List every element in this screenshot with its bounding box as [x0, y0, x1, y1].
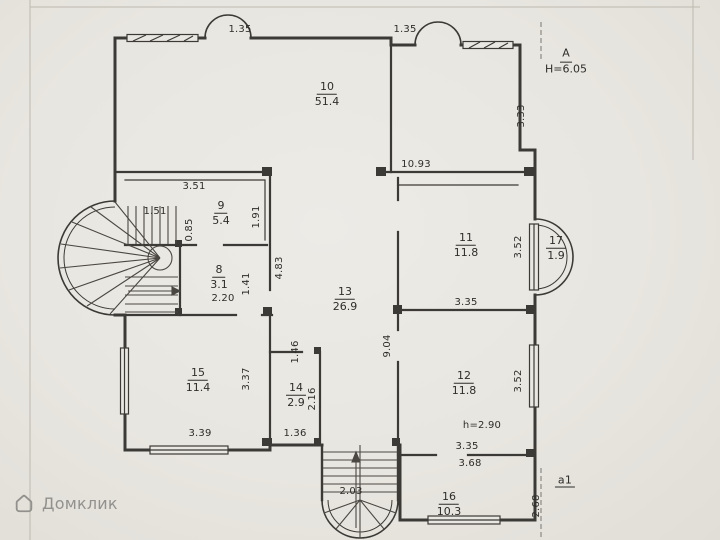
dim-label: 3.51 [182, 181, 206, 192]
dim-label: 3.52 [513, 235, 524, 259]
room-number: 8 [212, 263, 226, 278]
dim-label: 2.16 [307, 387, 318, 411]
room-area: 51.4 [314, 94, 340, 108]
room-area: 3.1 [210, 277, 228, 291]
room-label-9: 9 5.4 [212, 199, 230, 228]
room-area: 1.9 [547, 248, 565, 262]
dim-label: 1.51 [143, 206, 167, 217]
house-icon [15, 494, 33, 513]
dim-label: 1.35 [228, 24, 252, 35]
columns [175, 167, 535, 457]
room-number: 10 [317, 80, 337, 95]
dim-label: 3.52 [513, 369, 524, 393]
right-round-bay [534, 218, 574, 296]
axis-label-a: А Н=6.05 [545, 47, 587, 78]
dim-label: 3.39 [188, 428, 212, 439]
page-frame [29, 0, 700, 540]
bottom-staircase [323, 445, 397, 538]
spiral-staircase [59, 201, 182, 315]
dim-label: 9.04 [382, 334, 393, 358]
dim-label: 10.93 [401, 159, 431, 170]
dim-label: 2.68 [531, 494, 542, 518]
dim-label: 2.20 [211, 293, 235, 304]
dim-label: 1.35 [393, 24, 417, 35]
dim-label: 3.37 [241, 367, 252, 391]
room-number: 17 [546, 234, 566, 249]
left-round-bay [57, 200, 116, 316]
dim-label: 1.36 [283, 428, 307, 439]
dim-label: 3.68 [458, 458, 482, 469]
room-label-15: 15 11.4 [186, 366, 211, 395]
room-area: 11.4 [185, 380, 211, 394]
axis-label-a1: а1 [554, 475, 576, 488]
room-label-11: 11 11.8 [454, 231, 479, 260]
room-number: 11 [456, 231, 476, 246]
room-label-14: 14 2.9 [286, 381, 306, 410]
room-number: 14 [286, 381, 306, 396]
room-number: 15 [188, 366, 208, 381]
top-right-arched-bay [414, 21, 462, 46]
window [126, 33, 199, 43]
dim-label: 1.41 [241, 272, 252, 296]
room-area: 26.9 [332, 299, 358, 313]
domclick-watermark: Домклик [13, 492, 118, 514]
room-label-17: 17 1.9 [546, 234, 566, 263]
dim-label: 0.85 [184, 218, 195, 242]
top-left-arched-bay [204, 14, 252, 39]
interior-walls [113, 43, 537, 457]
room-label-8: 8 3.1 [210, 263, 228, 292]
window [462, 40, 514, 50]
dim-label: 4.83 [274, 256, 285, 280]
dim-label: h=2.90 [462, 420, 502, 431]
room-area: 5.4 [212, 213, 230, 227]
room-number: 12 [454, 369, 474, 384]
room-number: 16 [439, 490, 459, 505]
room-area: 2.9 [287, 395, 305, 409]
room-area: 10.3 [436, 504, 462, 518]
room-label-16: 16 10.3 [437, 490, 462, 519]
room-area: 11.8 [453, 245, 479, 259]
axis-height-value: Н=6.05 [545, 62, 587, 76]
dim-label: 3.33 [516, 104, 527, 128]
dim-label: 1.46 [290, 340, 301, 364]
dim-label: 3.35 [454, 297, 478, 308]
room-label-10: 10 51.4 [315, 80, 340, 109]
room-number: 13 [335, 285, 355, 300]
room-label-13: 13 26.9 [333, 285, 358, 314]
dim-label: 2.03 [339, 486, 363, 497]
axis-letter: А [560, 47, 572, 63]
dim-label: 3.35 [455, 441, 479, 452]
dim-label: 1.91 [251, 205, 262, 229]
room-label-12: 12 11.8 [452, 369, 477, 398]
room-number: 9 [214, 199, 228, 214]
watermark-text: Домклик [42, 493, 118, 513]
windows [119, 33, 540, 525]
room-area: 11.8 [451, 383, 477, 397]
